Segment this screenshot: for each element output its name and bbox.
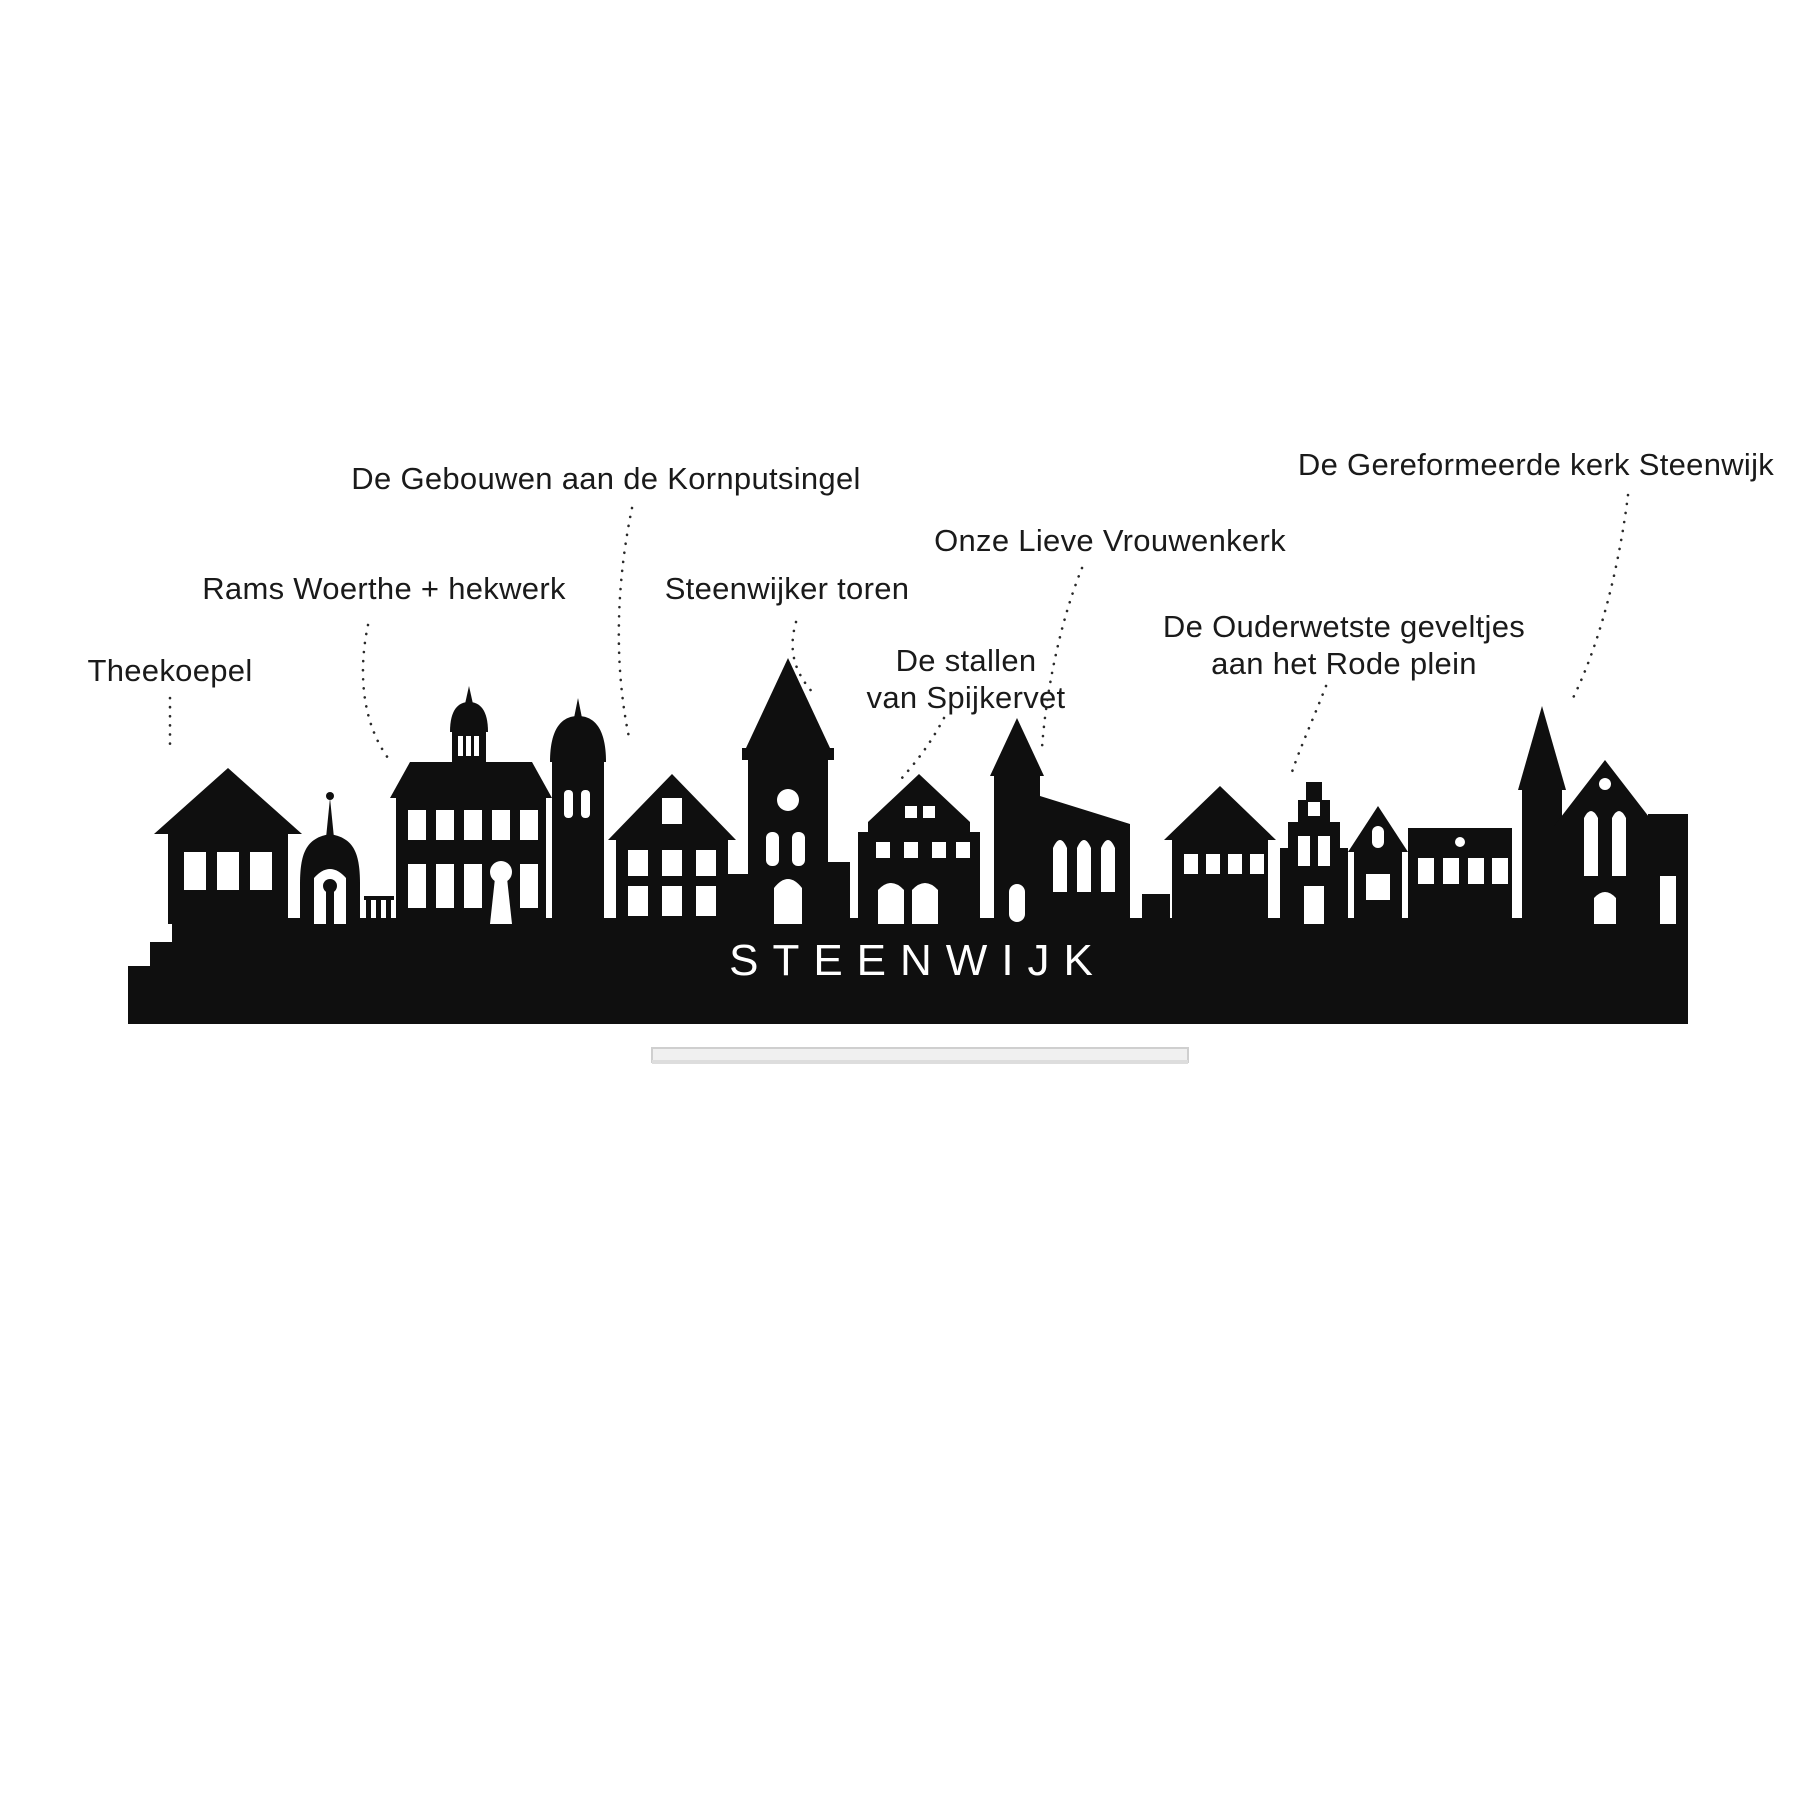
building-theekoepel bbox=[154, 768, 302, 924]
label-rams-woerthe: Rams Woerthe + hekwerk bbox=[202, 570, 566, 607]
label-rode-plein-line2: aan het Rode plein bbox=[1211, 646, 1477, 681]
low-wall bbox=[1142, 894, 1170, 924]
label-vrouwenkerk: Onze Lieve Vrouwenkerk bbox=[934, 522, 1286, 559]
building-flat-block bbox=[1408, 828, 1512, 924]
label-theekoepel-text: Theekoepel bbox=[87, 653, 253, 688]
fence-hekwerk bbox=[364, 896, 394, 924]
label-steenwijker-toren: Steenwijker toren bbox=[665, 570, 910, 607]
label-stallen-line1: De stallen bbox=[895, 643, 1037, 678]
leader-steenwijker-toren bbox=[791, 620, 816, 696]
skyline-base bbox=[128, 918, 1688, 1024]
building-gereformeerde-kerk bbox=[1518, 706, 1688, 924]
label-rode-plein-line1: De Ouderwetste geveltjes bbox=[1162, 609, 1526, 644]
leader-gereformeerde-kerk bbox=[1570, 493, 1630, 702]
skyline-silhouette bbox=[128, 658, 1688, 1024]
label-steenwijker-toren-text: Steenwijker toren bbox=[664, 571, 910, 606]
building-rams-woerthe bbox=[390, 686, 606, 924]
building-vrouwenkerk bbox=[990, 718, 1130, 924]
label-kornputsingel: De Gebouwen aan de Kornputsingel bbox=[351, 460, 860, 497]
building-steenwijker-toren bbox=[728, 658, 850, 924]
building-trapgevel bbox=[1280, 782, 1348, 924]
building-small-gable bbox=[1348, 806, 1408, 924]
city-name-text: STEENWIJK bbox=[729, 936, 1107, 985]
building-kornputsingel bbox=[608, 774, 736, 924]
leader-stallen-spijkervet bbox=[900, 716, 946, 780]
building-rode-plein-house bbox=[1164, 786, 1276, 924]
leader-vrouwenkerk bbox=[1040, 566, 1084, 750]
building-stallen-spijkervet bbox=[858, 774, 980, 924]
display-stand bbox=[651, 1047, 1189, 1064]
label-gereformeerde-kerk-text: De Gereformeerde kerk Steenwijk bbox=[1297, 447, 1775, 482]
leader-lines bbox=[168, 493, 1630, 780]
leader-kornputsingel bbox=[617, 506, 634, 744]
label-rams-woerthe-text: Rams Woerthe + hekwerk bbox=[202, 571, 566, 606]
label-kornputsingel-text: De Gebouwen aan de Kornputsingel bbox=[351, 461, 861, 496]
leader-rams-woerthe bbox=[361, 623, 390, 760]
label-theekoepel: Theekoepel bbox=[87, 652, 252, 689]
label-gereformeerde-kerk: De Gereformeerde kerk Steenwijk bbox=[1298, 446, 1774, 483]
label-rode-plein: De Ouderwetste geveltjes aan het Rode pl… bbox=[1163, 608, 1525, 682]
label-stallen-line2: van Spijkervet bbox=[866, 680, 1066, 715]
leader-rode-plein bbox=[1290, 684, 1328, 774]
label-vrouwenkerk-text: Onze Lieve Vrouwenkerk bbox=[934, 523, 1286, 558]
building-tea-dome bbox=[300, 792, 360, 924]
label-stallen-spijkervet: De stallen van Spijkervet bbox=[867, 642, 1066, 716]
